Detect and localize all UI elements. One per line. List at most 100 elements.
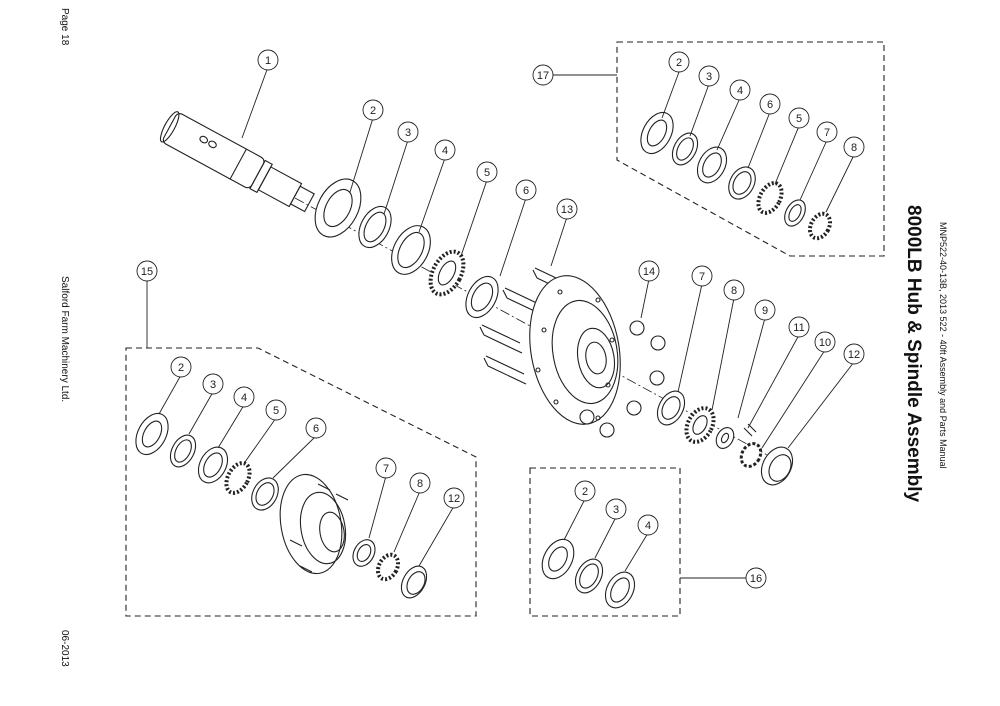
callout-g15-5: 5 [265,399,287,421]
main-cup-3 [358,205,392,249]
group16-cup-4 [604,571,636,609]
group17-cup-6 [728,166,756,200]
svg-text:9: 9 [762,305,768,317]
callout-g16-4: 4 [637,514,659,536]
svg-text:4: 4 [645,520,651,532]
callout-g17-8: 8 [843,136,865,158]
callout-11: 11 [788,316,810,338]
callout-g15-7: 7 [375,457,397,479]
group16-cup-3 [574,558,604,594]
svg-text:6: 6 [767,99,773,111]
callout-g15-6: 6 [305,417,327,439]
svg-text:7: 7 [824,127,830,139]
dust-cap-12 [760,446,794,486]
svg-text:10: 10 [819,337,831,349]
main-cone-5 [428,249,466,297]
castle-nut-10 [739,442,763,468]
svg-text:4: 4 [241,392,247,404]
lug-nuts [579,320,666,438]
group15-cup-7 [352,539,376,567]
svg-text:3: 3 [210,379,216,391]
svg-text:8: 8 [417,478,423,490]
callout-2: 2 [362,99,384,121]
group17-cup-3 [671,132,699,166]
callout-14: 14 [638,260,660,282]
svg-text:5: 5 [796,113,802,125]
group15-hub [279,473,349,575]
spindle-part [159,111,315,213]
callout-g15-2: 2 [170,356,192,378]
svg-text:8: 8 [851,142,857,154]
group17-seal-2 [640,111,674,155]
leader-lines [146,66,855,579]
svg-text:12: 12 [448,493,460,505]
svg-text:11: 11 [793,322,804,334]
outer-cone-8 [684,406,716,444]
group17-boundary [616,41,885,257]
cotter-pin-11 [743,423,757,437]
callout-g17-4: 4 [729,79,751,101]
callout-g16-2: 2 [574,480,596,502]
svg-text:4: 4 [737,85,743,97]
group15-cap-12 [400,565,428,599]
svg-text:17: 17 [537,70,549,82]
callout-17: 17 [532,64,554,86]
svg-text:8: 8 [731,285,737,297]
callouts-group17: 17 2 3 4 6 5 7 8 [532,51,865,158]
callout-8: 8 [723,279,745,301]
group17-cone-8 [807,211,833,241]
callout-16: 16 [745,567,767,589]
main-cup-6 [465,275,499,319]
svg-text:2: 2 [676,57,682,69]
svg-text:1: 1 [265,55,271,67]
svg-text:7: 7 [383,463,389,475]
svg-text:4: 4 [442,145,448,157]
svg-text:12: 12 [848,349,860,361]
callout-9: 9 [754,299,776,321]
group15-cup-3 [169,434,197,468]
callout-g15-3: 3 [202,373,224,395]
group17-cup-4 [696,146,728,184]
group16-boundary [529,467,681,617]
callout-g17-7: 7 [816,121,838,143]
callout-g17-2: 2 [668,51,690,73]
callout-10: 10 [814,331,836,353]
callout-g15-8: 8 [409,472,431,494]
main-hub [529,275,621,425]
group17-cup-7 [784,199,806,227]
callout-4: 4 [434,139,456,161]
group15-cup-4 [197,446,229,484]
svg-text:2: 2 [178,362,184,374]
callouts-main: 1 2 3 4 5 6 13 14 7 8 9 11 10 12 [257,49,865,365]
callout-3: 3 [397,121,419,143]
callout-5: 5 [476,161,498,183]
group15-boundary [125,347,477,617]
svg-text:6: 6 [313,423,319,435]
group16-seal-2 [541,538,575,580]
svg-text:2: 2 [370,105,376,117]
callout-13: 13 [556,198,578,220]
group15-seal-2 [135,412,169,456]
svg-text:3: 3 [613,504,619,516]
svg-text:3: 3 [405,127,411,139]
group15-cone-5 [224,461,252,495]
callout-12: 12 [843,343,865,365]
callout-7: 7 [691,265,713,287]
svg-text:7: 7 [699,271,705,283]
main-seal-2 [314,178,362,238]
svg-text:6: 6 [523,185,529,197]
callout-15: 15 [136,260,158,282]
svg-text:2: 2 [582,486,588,498]
callout-g17-6: 6 [759,93,781,115]
svg-text:16: 16 [750,573,762,585]
svg-text:15: 15 [141,266,153,278]
main-cup-4 [391,225,431,275]
group17-cone-5 [756,181,784,215]
svg-text:3: 3 [706,71,712,83]
svg-text:13: 13 [561,204,573,216]
callout-g17-3: 3 [698,65,720,87]
group15-cup-6 [251,477,279,511]
callout-6: 6 [515,179,537,201]
